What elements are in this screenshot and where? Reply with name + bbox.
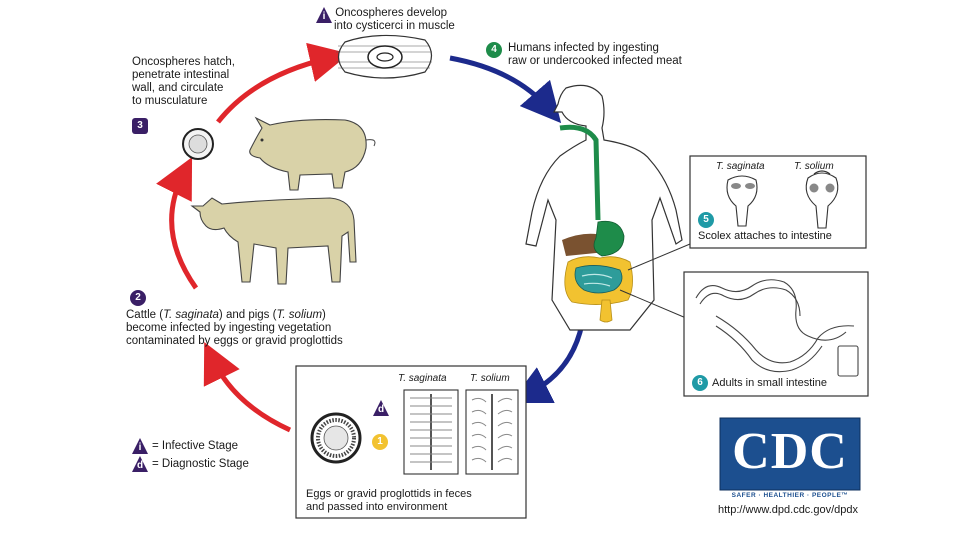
eggs-caption: Eggs or gravid proglottids in feces and … — [306, 488, 522, 514]
eggs-line1: Eggs or gravid proglottids in feces — [306, 488, 472, 500]
scolex-box — [689, 155, 867, 249]
stage-5-caption: Scolex attaches to intestine — [698, 230, 832, 242]
oncosphere-icon — [182, 128, 214, 160]
adult-worms-icon — [695, 279, 859, 377]
stage-2-line2: become infected by ingesting vegetation — [126, 322, 332, 334]
arrow-2-to-3 — [156, 157, 199, 290]
proglottid-right-label: T. solium — [470, 373, 510, 384]
proglottid-solium-icon — [465, 389, 519, 475]
proglottid-saginata-icon — [403, 389, 459, 475]
cdc-tagline: SAFER · HEALTHIER · PEOPLE™ — [731, 492, 849, 499]
stage-6-badge: 6 — [692, 375, 708, 391]
stage-2-line1-b: T. saginata — [163, 309, 219, 321]
stage-3-badge: 3 — [132, 118, 148, 134]
stage-top-line1: Oncospheres develop — [335, 7, 448, 19]
stage-2-label: Cattle (T. saginata) and pigs (T. solium… — [126, 309, 386, 348]
human-figure — [525, 84, 683, 331]
stage-3-line3: wall, and circulate — [132, 82, 224, 94]
stage-4-line2: raw or undercooked infected meat — [508, 55, 682, 67]
stage-3-label: Oncospheres hatch, penetrate intestinal … — [132, 56, 282, 108]
scolex-saginata-icon — [726, 175, 758, 227]
stage-5-badge: 5 — [698, 212, 714, 228]
cdc-url-link[interactable]: http://www.dpd.cdc.gov/dpdx — [717, 504, 859, 516]
stage-1-badge: 1 — [372, 434, 388, 450]
stage-3-line2: penetrate intestinal — [132, 69, 230, 81]
infective-stage-icon: i — [316, 7, 332, 23]
cdc-logo — [719, 417, 861, 491]
scolex-right-label: T. solium — [794, 161, 834, 172]
legend-infective-label: = Infective Stage — [152, 440, 238, 452]
egg-icon — [310, 412, 362, 464]
scolex-solium-icon — [805, 170, 839, 229]
pointer-line-5 — [627, 243, 691, 271]
stage-top-label: i Oncospheres develop into cysticerci in… — [316, 4, 496, 33]
scolex-left-label: T. saginata — [716, 161, 765, 172]
eggs-line2: and passed into environment — [306, 501, 448, 513]
legend-diagnostic-label: = Diagnostic Stage — [152, 458, 249, 470]
arrow-top-to-4 — [449, 55, 562, 124]
stage-2-line1-c: ) and pigs ( — [218, 309, 277, 321]
arrow-eggs-to-2 — [203, 342, 292, 433]
cow-icon — [190, 197, 357, 285]
stage-2-line1-d: T. solium — [276, 309, 323, 321]
cysticercus-in-muscle-icon — [336, 34, 433, 79]
stage-2-badge: 2 — [130, 290, 146, 306]
stage-2-line1-e: ) — [322, 309, 326, 321]
stage-4-badge: 4 — [486, 42, 502, 58]
arrow-intestine-to-eggs — [510, 323, 585, 403]
pig-icon — [249, 116, 376, 191]
stage-2-line3: contaminated by eggs or gravid proglotti… — [126, 335, 343, 347]
arrow-3-to-top — [216, 42, 350, 124]
stage-2-line1-a: Cattle ( — [126, 309, 164, 321]
stage-6-caption: Adults in small intestine — [712, 377, 827, 389]
proglottid-left-label: T. saginata — [398, 373, 447, 384]
stage-3-line1: Oncospheres hatch, — [132, 56, 235, 68]
stage-3-line4: to musculature — [132, 95, 208, 107]
stage-2-line1: Cattle (T. saginata) and pigs (T. solium… — [126, 309, 386, 322]
stage-4-line1: Humans infected by ingesting — [508, 42, 659, 54]
adults-box — [683, 271, 869, 397]
stage-4-label: Humans infected by ingesting raw or unde… — [508, 42, 738, 68]
pointer-line-6 — [619, 289, 687, 319]
cdc-logo-text: CDC — [732, 423, 848, 480]
stage-top-line2: into cysticerci in muscle — [334, 20, 455, 32]
